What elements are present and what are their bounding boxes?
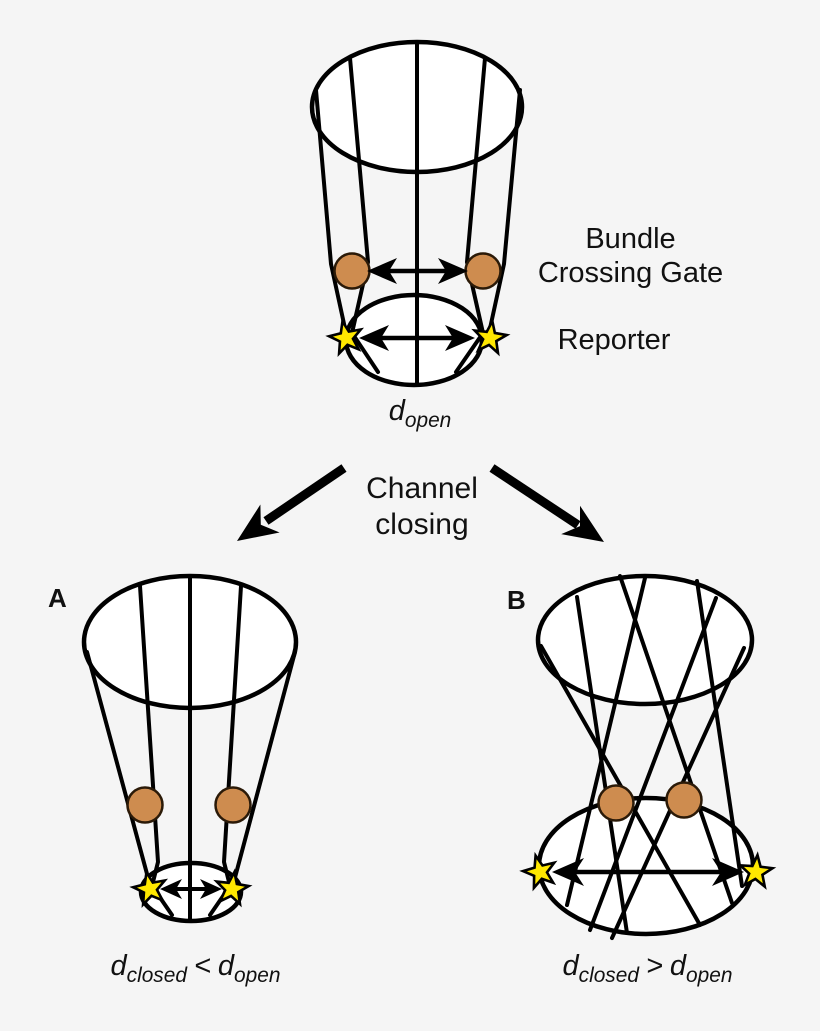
d-open-sub: open	[234, 963, 281, 987]
reporter-distance-arrow	[160, 879, 222, 899]
closed-channel-panel-b	[518, 573, 775, 940]
d-open-base: d	[669, 950, 687, 982]
gate-circle-right	[214, 786, 252, 824]
helix-line	[487, 88, 522, 335]
d-open-sub: open	[686, 963, 733, 987]
panel-b-letter: B	[507, 585, 526, 615]
helix-line	[695, 579, 744, 888]
greater-than-operator: >	[645, 950, 663, 982]
helix-line	[231, 650, 297, 887]
d-closed-base: d	[110, 950, 127, 982]
panel-a-letter: A	[48, 583, 67, 613]
reporter-distance-arrow	[359, 325, 475, 351]
helix-line	[348, 56, 380, 374]
d-open-base: d	[217, 950, 235, 982]
distance-closed-less-label: dclosed<dopen	[68, 950, 323, 986]
gate-circle-right	[665, 781, 703, 819]
gate-label-line2: Crossing Gate	[537, 257, 724, 289]
helix-line	[314, 88, 348, 335]
gate-circle-left	[126, 786, 164, 824]
panel-b-top-ellipse	[535, 573, 755, 707]
bundle-crossing-gate-label: Bundle Crossing Gate	[528, 222, 733, 290]
closing-arrows	[237, 464, 604, 542]
helix-line	[85, 650, 152, 887]
reporter-distance-arrow	[552, 858, 744, 886]
d-closed-sub: closed	[578, 963, 639, 987]
closing-arrow-left	[237, 464, 347, 541]
channel-closing-line1: Channel	[366, 472, 478, 505]
distance-open-sub: open	[404, 408, 452, 432]
closed-channel-panel-a	[81, 573, 299, 924]
gate-distance-arrow	[367, 258, 468, 284]
channel-closing-line2: closing	[375, 508, 469, 541]
gate-circle-left	[597, 784, 635, 822]
gate-circle-right	[464, 252, 502, 290]
distance-open-base: d	[388, 395, 405, 427]
reporter-label: Reporter	[557, 324, 671, 356]
gate-label-line1: Bundle	[585, 223, 676, 255]
helix-line	[454, 56, 487, 374]
closing-arrow-right	[489, 464, 604, 542]
channel-closing-label: Channel closing	[322, 471, 522, 543]
distance-open-label: dopen	[335, 395, 505, 431]
d-closed-sub: closed	[126, 963, 187, 987]
gate-circle-left	[333, 252, 371, 290]
distance-closed-greater-label: dclosed>dopen	[520, 950, 775, 986]
less-than-operator: <	[193, 950, 211, 982]
helix-line	[618, 574, 734, 905]
open-channel-diagram	[309, 39, 525, 388]
d-closed-base: d	[562, 950, 579, 982]
helix-line	[588, 596, 718, 932]
helix-line	[565, 576, 647, 907]
